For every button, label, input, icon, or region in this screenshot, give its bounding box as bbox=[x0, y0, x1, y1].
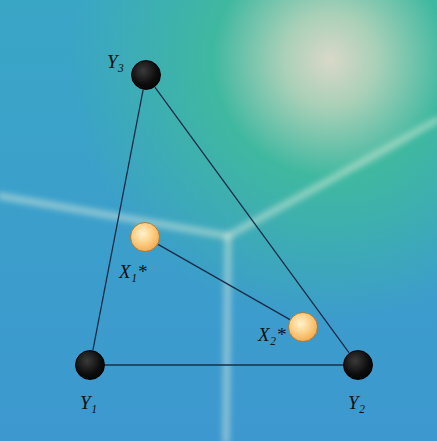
point-label: Y₁ bbox=[80, 393, 97, 412]
connecting-line bbox=[158, 244, 290, 319]
connecting-line bbox=[93, 90, 143, 351]
light-streaks bbox=[0, 120, 437, 441]
streak bbox=[0, 196, 228, 236]
vertex-point: Y₁ bbox=[75, 350, 105, 380]
streak bbox=[228, 120, 437, 236]
sample-point: X₁* bbox=[130, 222, 160, 252]
point-label: Y₃ bbox=[107, 52, 124, 71]
point-label: X₁* bbox=[119, 262, 147, 281]
connecting-line bbox=[105, 364, 343, 365]
sample-point: X₂* bbox=[288, 312, 318, 342]
streak bbox=[226, 236, 228, 441]
connecting-line bbox=[155, 87, 349, 353]
vertex-point: Y₂ bbox=[343, 350, 373, 380]
vertex-point: Y₃ bbox=[131, 60, 161, 90]
point-label: X₂* bbox=[258, 325, 286, 344]
point-label: Y₂ bbox=[348, 393, 365, 412]
